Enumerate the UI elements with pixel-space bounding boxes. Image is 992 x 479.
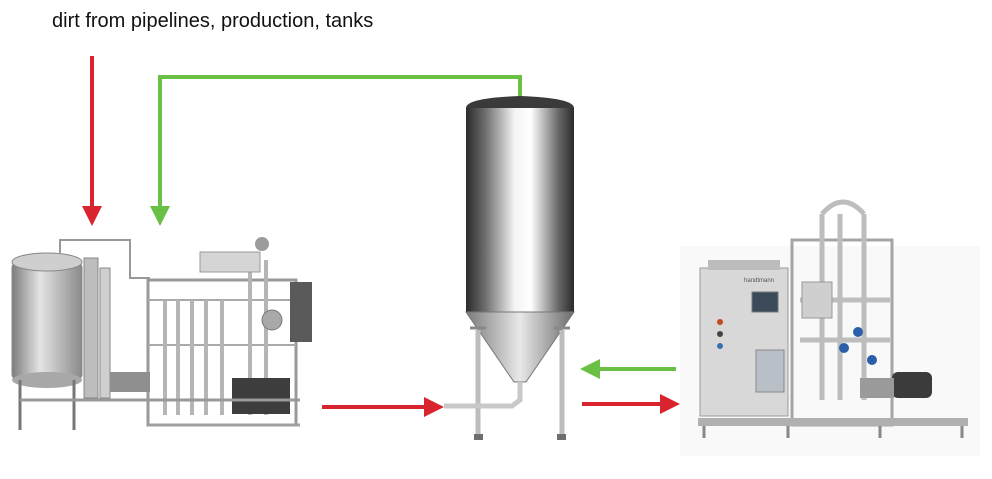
cip-plant-image [11,237,312,430]
brand-logo-text: handtmann [744,278,774,284]
caption-text: dirt from pipelines, production, tanks [52,10,374,32]
clean-return-arrow [150,75,522,226]
collection-tank-image [444,96,575,440]
flow-arrows [82,56,680,417]
treatment-unit-image: handtmann [680,199,980,456]
